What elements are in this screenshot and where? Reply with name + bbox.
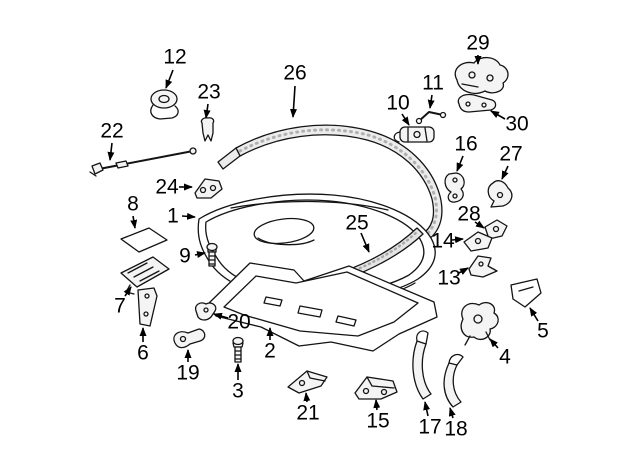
callout-label-27: 27 (499, 142, 523, 166)
callout-label-12: 12 (163, 45, 187, 69)
part-7-tray-bracket (120, 256, 170, 295)
part-27-bracket (487, 180, 513, 208)
callout-label-21: 21 (296, 401, 320, 425)
part-24-hinge-bracket (194, 178, 223, 199)
callout-label-23: 23 (197, 80, 221, 104)
part-6-side-bracket (137, 287, 158, 327)
callout-label-4: 4 (499, 345, 511, 369)
callout-label-25: 25 (345, 211, 369, 235)
part-19-clip (173, 328, 206, 349)
callout-label-1: 1 (167, 204, 179, 228)
callout-label-5: 5 (537, 319, 549, 343)
callout-label-2: 2 (264, 339, 276, 363)
part-21-corner-bracket (287, 370, 328, 394)
callout-label-14: 14 (431, 229, 455, 253)
part-23-clip (200, 117, 215, 142)
callout-label-8: 8 (127, 192, 139, 216)
callout-label-6: 6 (137, 341, 149, 365)
callout-label-19: 19 (176, 361, 200, 385)
part-9-bolt (206, 242, 218, 267)
part-29-hinge-assembly (454, 56, 509, 95)
part-12-grommet (150, 89, 179, 120)
part-20-clip (194, 302, 217, 321)
part-14-bracket (463, 231, 493, 252)
part-10-latch (393, 126, 435, 143)
callout-label-3: 3 (232, 379, 244, 403)
callout-label-26: 26 (283, 61, 307, 85)
part-30-bracket (457, 93, 497, 113)
part-16-bracket (444, 172, 465, 203)
callout-label-11: 11 (422, 71, 444, 95)
callout-label-13: 13 (437, 266, 461, 290)
part-11-lever (415, 111, 447, 125)
callout-label-28: 28 (457, 202, 481, 226)
callout-label-7: 7 (114, 294, 126, 318)
part-4-lock-assembly (460, 301, 499, 346)
callout-label-30: 30 (505, 112, 529, 136)
callout-label-22: 22 (100, 119, 124, 143)
callout-label-10: 10 (386, 91, 410, 115)
part-8-pad (120, 227, 168, 253)
part-18-strap (443, 353, 464, 408)
callout-label-15: 15 (366, 409, 390, 433)
callout-label-18: 18 (444, 417, 468, 441)
callout-label-16: 16 (454, 132, 478, 156)
part-3-screw (232, 336, 244, 363)
part-15-plate-bracket (354, 376, 398, 400)
part-5-wedge-bracket (510, 278, 542, 308)
callout-label-20: 20 (227, 310, 251, 334)
part-17-strap (412, 330, 432, 400)
callout-label-24: 24 (155, 175, 179, 199)
callout-label-9: 9 (179, 244, 191, 268)
part-22-rod (89, 147, 197, 177)
callout-label-29: 29 (466, 31, 490, 55)
callout-label-17: 17 (418, 415, 442, 439)
part-13-bracket (468, 255, 498, 278)
